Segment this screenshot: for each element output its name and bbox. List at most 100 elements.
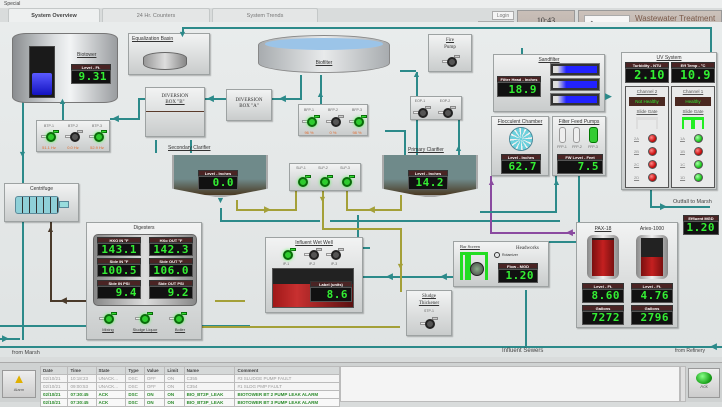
pump-ip2[interactable]: [304, 248, 322, 260]
flow-arrow-left-icon: ◀: [710, 341, 717, 351]
pump-bfp3[interactable]: [349, 115, 367, 127]
pump-stp1[interactable]: [420, 317, 438, 329]
headworks-panel: Bar Screen Headworks Rotamizer Flow - MG…: [453, 241, 549, 287]
pump-label: FFP-3: [588, 145, 598, 149]
lamp-2d[interactable]: [648, 173, 657, 182]
lamp-1b[interactable]: [694, 147, 703, 156]
fire-pump[interactable]: [442, 55, 460, 67]
primary-clarifier-title: Primary Clarifier: [408, 147, 444, 153]
uv-channel-2: Channel 2 Not Healthy Slide Gate 2A 2B 2…: [625, 86, 669, 188]
pump-value: 0.0 Hz: [67, 145, 79, 150]
centrifuge-panel[interactable]: Centrifuge: [4, 183, 79, 222]
pipe: [300, 75, 302, 100]
equalization-basin-panel[interactable]: Equalization Basin: [128, 33, 210, 75]
pump-slp3[interactable]: [339, 175, 355, 187]
filter-cell-2[interactable]: [550, 78, 600, 91]
alarm-cell-state: ACK: [95, 390, 127, 399]
diversion-b-title: DIVERSION: [161, 94, 189, 99]
pump-boiler[interactable]: [169, 312, 187, 324]
slide-gate-closed-icon[interactable]: [636, 117, 658, 129]
pump-eop2[interactable]: [438, 106, 456, 118]
pump-slp1[interactable]: [295, 175, 311, 187]
alarm-cell-time: 07:30:45: [67, 390, 97, 399]
pipe: [521, 48, 523, 56]
pump-value: 96 %: [304, 130, 314, 135]
menu-special[interactable]: Special: [4, 1, 21, 7]
col-time[interactable]: Time: [67, 366, 97, 375]
lamp-2b[interactable]: [648, 147, 657, 156]
pump-ffp3[interactable]: [589, 127, 598, 143]
col-state[interactable]: State: [95, 366, 127, 375]
lamp-2c[interactable]: [648, 160, 657, 169]
lamp-label: 1D: [680, 175, 686, 180]
diversion-box-a[interactable]: DIVERSION BOX "A": [226, 89, 272, 121]
alarm-cell-date: 02/10/21: [39, 398, 69, 407]
pump-ip3[interactable]: [326, 248, 344, 260]
pump-ffp2[interactable]: [573, 127, 580, 143]
pump-slp2[interactable]: [317, 175, 333, 187]
biofilter-tank[interactable]: Biofilter: [258, 35, 390, 73]
pump-eop1[interactable]: [413, 106, 431, 118]
col-value[interactable]: Value: [143, 366, 166, 375]
pipe: [400, 70, 416, 72]
flow-arrow-left-icon: ◀: [368, 204, 375, 214]
pump-mixing[interactable]: [99, 312, 117, 324]
pump-btp3[interactable]: [89, 130, 107, 142]
biotower-level-label: Level - Ft.: [71, 64, 111, 70]
tab-system-overview[interactable]: System Overview: [8, 8, 100, 22]
lamp-1c[interactable]: [694, 160, 703, 169]
fire-pump-title: Fire: [445, 38, 455, 43]
pipe: [404, 130, 406, 160]
pump-bfp1[interactable]: [302, 115, 320, 127]
col-type[interactable]: Type: [125, 366, 145, 375]
biotower-pump-panel: BTP-1 BTP-2 BTP-3 51.1 Hz 0.0 Hz 52.9 Hz: [36, 120, 110, 152]
sludge-pipe: [322, 190, 324, 230]
tab-system-trends[interactable]: System Trends: [212, 8, 318, 22]
sludge-pipe: [236, 200, 238, 210]
pump-sludge-liquor[interactable]: [135, 312, 153, 324]
col-date[interactable]: Date: [39, 366, 69, 375]
col-comment[interactable]: Comment: [234, 366, 340, 375]
tab-24hr-counters[interactable]: 24 Hr. Counters: [102, 8, 210, 22]
alarm-cell-name: BIO_BT3P_LEAK: [183, 398, 236, 407]
pump-btp1[interactable]: [41, 130, 59, 142]
lamp-1a[interactable]: [694, 134, 703, 143]
rotamizer-indicator[interactable]: [494, 252, 500, 258]
login-button[interactable]: Login: [492, 11, 514, 20]
lamp-1d[interactable]: [694, 173, 703, 182]
wet-well-level-label: Label (units): [310, 281, 352, 287]
sludge-pipe: [200, 326, 400, 328]
alarm-scrollbar[interactable]: [680, 366, 686, 402]
turbidity-label: Turbidity - NTU: [625, 62, 669, 68]
diversion-box-b[interactable]: DIVERSION BOX "B": [145, 87, 205, 137]
pump-bfp2[interactable]: [326, 115, 344, 127]
pump-ip1[interactable]: [280, 248, 296, 260]
pump-btp2[interactable]: [65, 130, 83, 142]
slide-gate-open-icon[interactable]: [682, 117, 704, 129]
flow-arrow-left-icon: ◀: [60, 295, 67, 305]
ack-button[interactable]: Ack: [688, 368, 720, 398]
flow-arrow-right-icon: ▶: [2, 333, 9, 343]
channel-title: Channel 1: [682, 89, 704, 94]
col-limit[interactable]: Limit: [164, 366, 185, 375]
primary-level-readout: 14.2: [408, 176, 448, 190]
alarm-button[interactable]: ▲ Alarm: [2, 370, 36, 398]
divider: [146, 111, 204, 112]
filter-cell-1[interactable]: [550, 63, 600, 76]
thickener-title: Sludge: [422, 294, 436, 299]
alarm-cell-value: ON: [143, 398, 166, 407]
lamp-label: 2D: [634, 175, 640, 180]
lamp-2a[interactable]: [648, 134, 657, 143]
col-name[interactable]: Name: [183, 366, 236, 375]
aries1000-gallons-label: Gallons: [631, 305, 673, 311]
filter-cell-3[interactable]: [550, 93, 600, 106]
centrifuge-pipe: [50, 300, 88, 302]
flocculent-title: Flocculent Chamber: [497, 119, 543, 125]
uv-system-panel: UV System Turbidity - NTU 2.10 Eff Temp …: [621, 52, 717, 190]
pipe: [650, 190, 652, 208]
pump-ffp1[interactable]: [559, 127, 566, 143]
